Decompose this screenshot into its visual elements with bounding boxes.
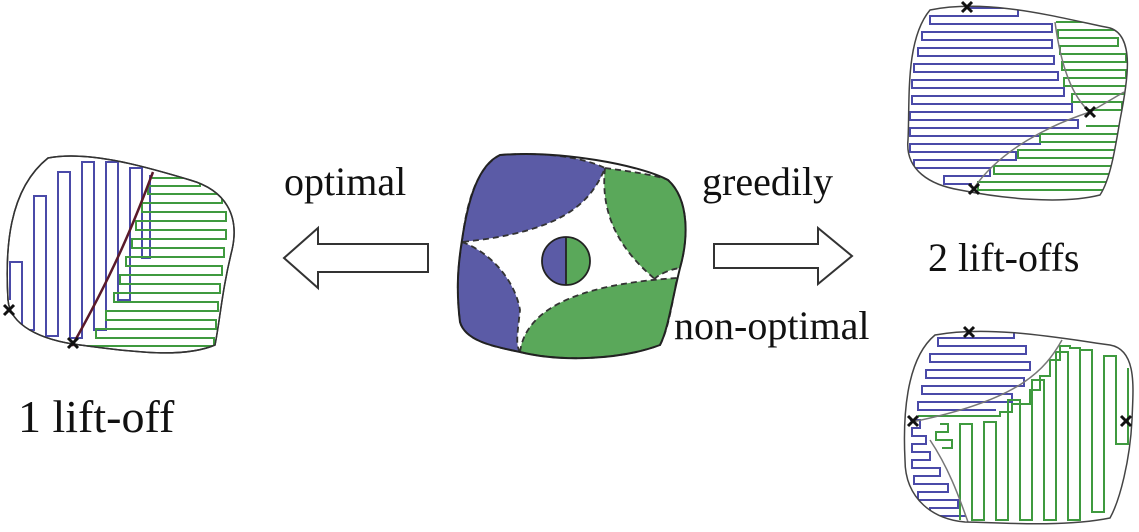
region-boundary [929, 439, 969, 523]
non-optimal-label: non-optimal [674, 303, 870, 348]
region-boundary [70, 171, 155, 347]
green-coverage-path [918, 345, 1081, 521]
optimal-label: optimal [284, 159, 407, 204]
region-boundary [911, 339, 1063, 423]
left-arrow-icon [282, 225, 429, 291]
non-optimal-coverage-shape [903, 325, 1134, 525]
cross-marker-icon [960, 0, 974, 14]
green-coverage-path [935, 423, 953, 449]
cross-marker-icon [1083, 105, 1097, 119]
optimal-coverage-shape [2, 155, 235, 354]
blue-coverage-path [917, 331, 1031, 411]
cross-marker-icon [906, 414, 920, 428]
blue-coverage-path [9, 161, 151, 339]
green-coverage-path [1080, 349, 1129, 513]
cross-marker-icon [1119, 414, 1133, 428]
cross-marker-icon [2, 303, 16, 317]
blue-coverage-path [909, 7, 1079, 185]
cross-marker-icon [967, 182, 981, 196]
green-region [603, 166, 687, 281]
cross-marker-icon [962, 325, 976, 339]
right-arrow-icon [713, 225, 854, 287]
decomposition-shape [456, 153, 687, 360]
green-coverage-path [84, 177, 227, 347]
region-boundary [1089, 91, 1125, 113]
two-liftoffs-label: 2 lift-offs [928, 235, 1080, 280]
one-liftoff-label: 1 lift-off [18, 391, 175, 442]
green-coverage-path [1056, 21, 1127, 111]
greedily-label: greedily [702, 159, 834, 204]
blue-coverage-path [910, 419, 966, 517]
greedy-coverage-shape [907, 0, 1129, 201]
green-half-circle [566, 237, 590, 285]
green-coverage-path [977, 125, 1123, 191]
cross-marker-icon [66, 336, 80, 350]
blue-half-circle [542, 237, 566, 285]
